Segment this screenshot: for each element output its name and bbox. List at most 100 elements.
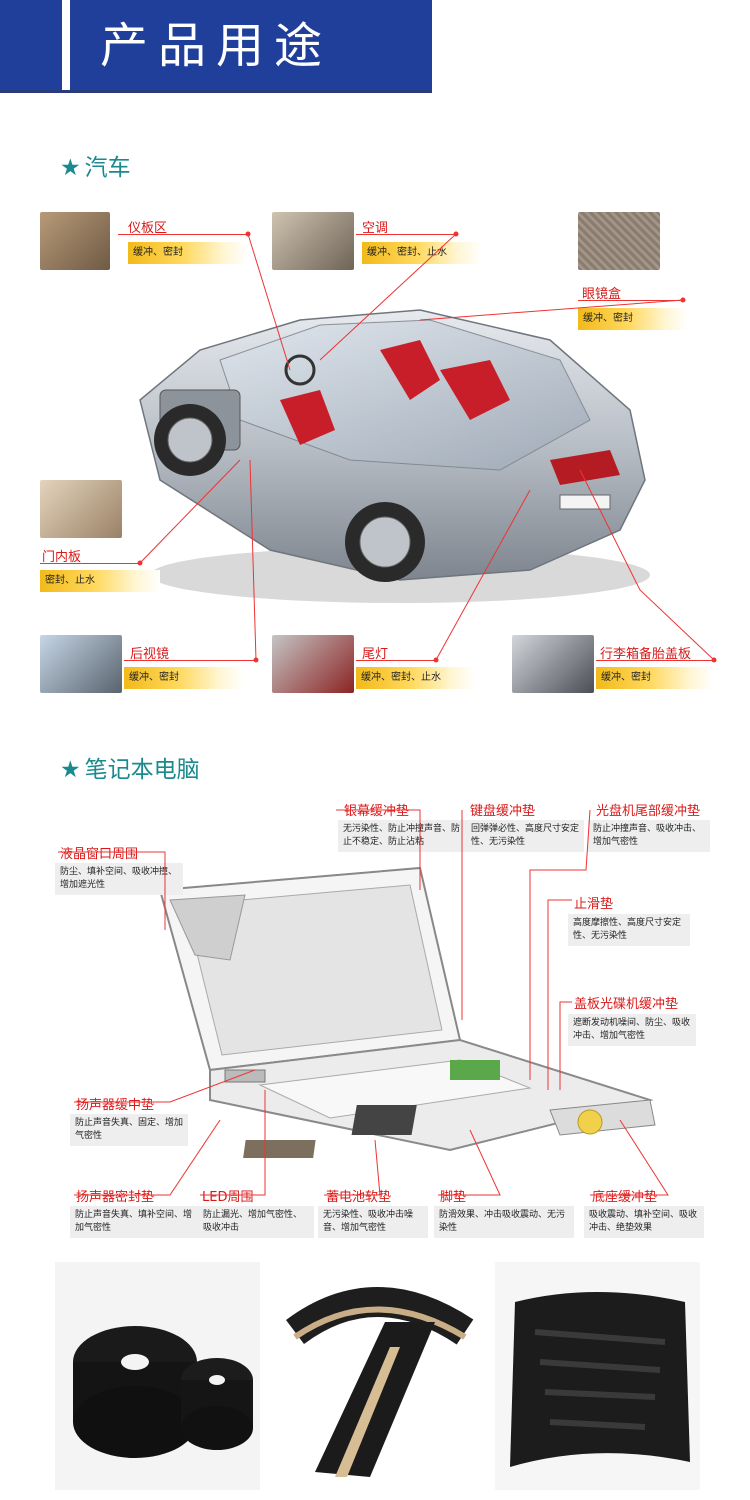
laptop-touchpad — [351, 1105, 417, 1135]
foam-slot-2 — [539, 1359, 661, 1373]
line-taillight — [356, 660, 436, 661]
bar-ac: 缓冲、密封、止水 — [362, 242, 482, 264]
laptop-cd-tray — [549, 1099, 656, 1136]
washer-large-bottom — [73, 1386, 197, 1458]
desc-door: 密封、止水 — [45, 575, 95, 586]
label-mirror: 后视镜 — [130, 647, 170, 662]
desc-keyboard: 回弹弹必性、高度尺寸安定性、无污染性 — [471, 824, 580, 847]
foam-insert-tray — [510, 1292, 690, 1467]
connector-cover-optical — [559, 1001, 572, 1090]
car-seat-driver — [280, 390, 335, 445]
box-speaker-seal: 防止声音失真、填补空间、增加气密性 — [70, 1206, 198, 1238]
label-ac: 空调 — [362, 221, 389, 236]
car-steering-wheel — [284, 354, 316, 386]
bar-trunk: 缓冲、密封 — [596, 667, 714, 689]
label-cover-optical: 盖板光碟机缓冲垫 — [574, 997, 679, 1012]
line-dashboard — [118, 234, 248, 235]
foam-strip-backing — [335, 1347, 400, 1477]
ac-photo — [272, 212, 354, 270]
foam-tape-roll-photo — [275, 1262, 480, 1490]
box-base: 吸收震动、填补空间、吸收冲击、绝垫效果 — [584, 1206, 704, 1238]
laptop-battery — [243, 1140, 316, 1158]
desc-glasses: 缓冲、密封 — [583, 313, 633, 324]
foam-slot-4 — [549, 1419, 646, 1430]
box-keyboard: 回弹弹必性、高度尺寸安定性、无污染性 — [466, 820, 584, 852]
bar-glasses: 缓冲、密封 — [578, 308, 688, 330]
section-heading-car: ★汽车 — [60, 148, 131, 182]
connector-door — [139, 459, 241, 564]
desc-base: 吸收震动、填补空间、吸收冲击、绝垫效果 — [589, 1210, 698, 1233]
label-base: 底座缓冲垫 — [592, 1190, 658, 1205]
connector-screen-buffer — [336, 809, 421, 890]
connector-lcd-window — [58, 851, 166, 930]
foam-roll-backing — [293, 1306, 467, 1340]
laptop-green-pad — [450, 1060, 500, 1080]
car-connector-lines — [137, 231, 717, 663]
car-rim-front — [167, 417, 213, 463]
star-icon: ★ — [60, 155, 81, 181]
desc-speaker-buffer: 防止声音失真、固定、增加气密性 — [75, 1118, 184, 1141]
header-banner — [70, 0, 432, 92]
label-trunk: 行李箱备胎盖板 — [600, 647, 692, 662]
desc-cover-optical: 遮断发动机噪间、防尘、吸收冲击、增加气密性 — [573, 1018, 691, 1041]
car-illustration — [139, 309, 650, 603]
label-lcd-window: 液晶窗口周围 — [60, 847, 139, 862]
connector-led — [200, 1090, 266, 1196]
bar-door: 密封、止水 — [40, 570, 160, 592]
label-battery: 蓄电池软垫 — [326, 1190, 392, 1205]
banner-left-block — [0, 0, 62, 92]
connector-foot — [438, 1129, 501, 1196]
desc-optical-tail: 防止冲撞声音、吸收冲击、增加气密性 — [593, 824, 702, 847]
box-lcd-window: 防尘、填补空间、吸收冲撞、增加遮光性 — [55, 863, 183, 895]
box-optical-tail: 防止冲撞声音、吸收冲击、增加气密性 — [588, 820, 710, 852]
rubber-washer-photo — [55, 1262, 260, 1490]
label-dashboard: 仪板区 — [128, 221, 168, 236]
connector-antislip — [547, 899, 572, 1090]
line-trunk — [596, 660, 714, 661]
connector-speaker-buffer — [74, 1069, 256, 1103]
desc-foot: 防滑效果、冲击吸收震动、无污染性 — [439, 1210, 566, 1233]
car-rear-light — [550, 450, 620, 485]
line-door — [40, 563, 140, 564]
desc-ac: 缓冲、密封、止水 — [367, 247, 447, 258]
label-led: LED周围 — [202, 1190, 254, 1205]
label-speaker-seal: 扬声器密封垫 — [76, 1190, 155, 1205]
washer-small-hole — [209, 1375, 225, 1385]
car-seat-rear — [440, 360, 510, 420]
label-glasses: 眼镜盒 — [582, 287, 622, 302]
bar-mirror: 缓冲、密封 — [124, 667, 244, 689]
box-battery: 无污染性、吸收冲击噪音、增加气密性 — [318, 1206, 428, 1238]
glasses-box-photo — [578, 212, 660, 270]
laptop-screen-peel — [169, 894, 246, 961]
laptop-speaker — [224, 1069, 266, 1083]
desc-screen-buffer: 无污染性、防止冲撞声音、防止不稳定、防止沾粘 — [343, 824, 461, 847]
label-foot: 脚垫 — [440, 1190, 467, 1205]
label-door: 门内板 — [42, 550, 82, 565]
laptop-illustration — [158, 866, 656, 1158]
trunk-photo — [512, 635, 594, 693]
connector-mirror — [249, 459, 257, 661]
box-screen-buffer: 无污染性、防止冲撞声音、防止不稳定、防止沾粘 — [338, 820, 466, 852]
page-title: 产品用途 — [100, 18, 333, 74]
desc-speaker-seal: 防止声音失真、填补空间、增加气密性 — [75, 1210, 193, 1233]
desc-mirror: 缓冲、密封 — [129, 672, 179, 683]
connector-trunk — [579, 469, 715, 661]
connector-battery — [324, 1139, 381, 1196]
connector-ac — [319, 233, 457, 361]
foam-roll-top — [286, 1287, 474, 1345]
car-seat-front — [380, 340, 440, 400]
washer-small-bottom — [181, 1406, 253, 1450]
desc-battery: 无污染性、吸收冲击噪音、增加气密性 — [323, 1210, 414, 1233]
box-antislip: 高度摩擦性、高度尺寸安定性、无污染性 — [568, 914, 690, 946]
desc-trunk: 缓冲、密封 — [601, 672, 651, 683]
desc-dashboard: 缓冲、密封 — [133, 247, 183, 258]
door-panel-photo — [40, 480, 122, 538]
section-heading-laptop: ★笔记本电脑 — [60, 750, 200, 784]
line-ac — [356, 234, 456, 235]
label-screen-buffer: 银幕缓冲垫 — [344, 804, 410, 819]
label-antislip: 止滑垫 — [574, 897, 614, 912]
desc-taillight: 缓冲、密封、止水 — [361, 672, 441, 683]
foam-slot-1 — [534, 1329, 666, 1345]
box-cover-optical: 遮断发动机噪间、防尘、吸收冲击、增加气密性 — [568, 1014, 696, 1046]
box-foot: 防滑效果、冲击吸收震动、无污染性 — [434, 1206, 574, 1238]
